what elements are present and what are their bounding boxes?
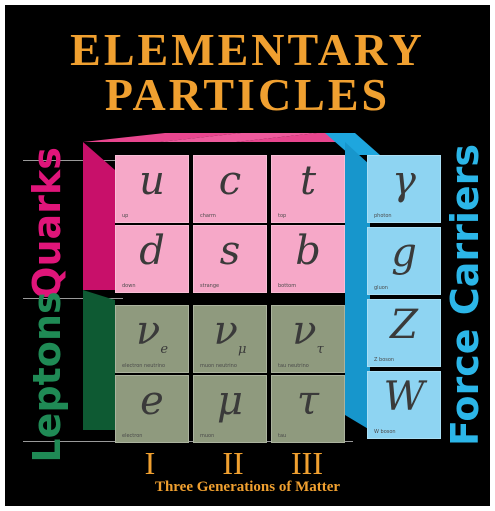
particle-symbol-char: c xyxy=(218,158,242,204)
lepton-cell-muon: μ muon xyxy=(193,375,267,443)
block-depth-faces xyxy=(83,133,380,430)
generations-caption: Three Generations of Matter xyxy=(154,479,341,495)
particle-symbol: e xyxy=(116,378,188,424)
particle-symbol: Z xyxy=(368,302,440,348)
particle-symbol-subscript: e xyxy=(160,342,169,357)
particle-symbol-char: t xyxy=(299,158,317,204)
particle-name: W boson xyxy=(374,429,396,435)
particle-symbol: g xyxy=(368,230,440,276)
particle-symbol-char: γ xyxy=(392,158,416,204)
particle-name: down xyxy=(122,283,136,289)
title-line-1: ELEMENTARY xyxy=(70,24,425,75)
particle-symbol-char: d xyxy=(139,228,165,274)
particle-symbol-char: e xyxy=(140,378,164,424)
quark-cell-down: d down xyxy=(115,225,189,293)
force-cell-Z-boson: Z Z boson xyxy=(367,299,441,367)
force-carriers-label: Force Carriers xyxy=(443,144,487,446)
force-side-face xyxy=(345,142,370,430)
particle-symbol: s xyxy=(194,228,266,274)
particle-name: photon xyxy=(374,213,392,219)
particle-symbol: b xyxy=(272,228,344,274)
lepton-cell-electron: e electron xyxy=(115,375,189,443)
particle-name: electron xyxy=(122,433,143,439)
particle-name: top xyxy=(278,213,287,219)
diagram-canvas: ELEMENTARY PARTICLES u up c charm t top d down s… xyxy=(5,5,490,506)
particle-name: charm xyxy=(200,213,216,219)
particle-name: up xyxy=(122,213,129,219)
quark-cell-strange: s strange xyxy=(193,225,267,293)
quark-top-face-1 xyxy=(83,133,241,142)
particle-symbol: c xyxy=(194,158,266,204)
particle-symbol-char: Z xyxy=(390,302,418,348)
quark-cell-charm: c charm xyxy=(193,155,267,223)
particle-symbol-char: b xyxy=(295,228,321,274)
particle-symbol: W xyxy=(368,374,440,420)
generation-2-label: II xyxy=(222,445,244,481)
particle-symbol: τ xyxy=(272,378,344,424)
particle-symbol: t xyxy=(272,158,344,204)
particle-symbol-char: u xyxy=(139,158,165,204)
particle-symbol: νμ xyxy=(194,308,266,373)
particle-name: tau neutrino xyxy=(278,363,309,369)
force-cell-W-boson: W W boson xyxy=(367,371,441,439)
guide-line-top xyxy=(23,160,123,161)
quark-cell-up: u up xyxy=(115,155,189,223)
particle-symbol-subscript: μ xyxy=(237,342,247,357)
particle-symbol: u xyxy=(116,158,188,204)
quark-top-face-2 xyxy=(160,133,317,142)
particle-symbol-char: s xyxy=(219,228,241,274)
force-cell-gluon: g gluon xyxy=(367,227,441,295)
lepton-cell-tau: τ tau xyxy=(271,375,345,443)
particle-symbol: νe xyxy=(116,308,188,373)
quark-cell-top: t top xyxy=(271,155,345,223)
particle-symbol: ντ xyxy=(272,308,344,373)
particle-name: Z boson xyxy=(374,357,395,363)
generation-3-label: III xyxy=(291,445,323,481)
particle-name: muon neutrino xyxy=(200,363,237,369)
lepton-side-face xyxy=(83,290,115,430)
particle-symbol: d xyxy=(116,228,188,274)
guide-line-middle xyxy=(23,298,123,299)
particle-symbol-subscript: τ xyxy=(316,342,324,357)
title-line-2: PARTICLES xyxy=(104,69,391,120)
leptons-label: Leptons xyxy=(25,291,69,463)
quark-cell-bottom: b bottom xyxy=(271,225,345,293)
particle-symbol-char: ν xyxy=(292,308,317,354)
particle-symbol: γ xyxy=(368,158,440,204)
particle-name: gluon xyxy=(374,285,388,291)
particle-symbol: μ xyxy=(194,378,266,424)
quarks-label: Quarks xyxy=(25,147,69,299)
particle-symbol-char: W xyxy=(383,374,425,420)
particle-name: tau xyxy=(278,433,287,439)
particle-name: strange xyxy=(200,283,220,289)
quark-side-face xyxy=(83,142,115,290)
particle-symbol-char: g xyxy=(391,230,417,276)
particle-name: electron neutrino xyxy=(122,363,166,369)
force-cell-photon: γ photon xyxy=(367,155,441,223)
force-top-face xyxy=(325,133,380,155)
generation-1-label: I xyxy=(144,445,156,481)
particle-name: bottom xyxy=(278,283,297,289)
particle-name: muon xyxy=(200,433,215,439)
particle-symbol-char: ν xyxy=(135,308,161,354)
particle-symbol-char: ν xyxy=(213,308,238,354)
quark-top-face-3 xyxy=(236,133,345,142)
particle-symbol-char: μ xyxy=(217,378,243,424)
particle-symbol-char: τ xyxy=(296,378,320,424)
